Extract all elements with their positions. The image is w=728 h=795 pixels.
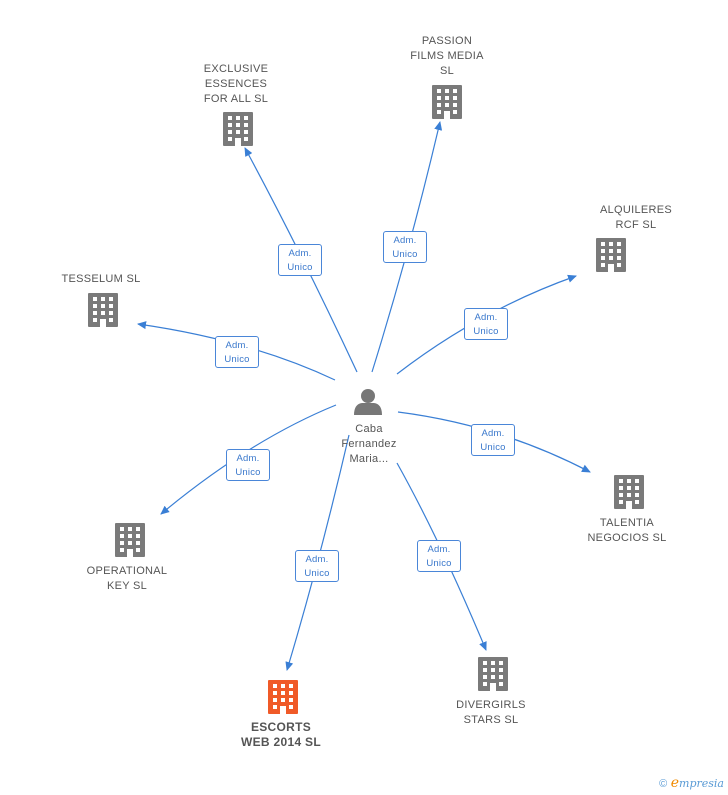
empresia-logo-initial: e — [670, 775, 680, 791]
relation-badge: Adm. Unico — [215, 336, 259, 368]
relation-badge: Adm. Unico — [471, 424, 515, 456]
building-icon[interactable] — [268, 680, 298, 714]
copyright-symbol: © — [659, 778, 668, 790]
building-icon[interactable] — [115, 523, 145, 557]
empresia-watermark: © empresia — [659, 775, 724, 791]
company-label-passion-films[interactable]: PASSION FILMS MEDIA SL — [410, 35, 484, 77]
relation-badge: Adm. Unico — [295, 550, 339, 582]
relation-badge: Adm. Unico — [464, 308, 508, 340]
relation-badge: Adm. Unico — [226, 449, 270, 481]
empresia-logo-text: mpresia — [679, 777, 724, 790]
building-icon[interactable] — [223, 112, 253, 146]
building-icon[interactable] — [596, 238, 626, 272]
company-label-alquileres-rcf[interactable]: ALQUILERES RCF SL — [599, 204, 673, 231]
relation-badge: Adm. Unico — [278, 244, 322, 276]
building-icon[interactable] — [614, 475, 644, 509]
person-icon[interactable] — [354, 389, 382, 415]
building-icon[interactable] — [432, 85, 462, 119]
relation-badge: Adm. Unico — [417, 540, 461, 572]
company-label-divergirls[interactable]: DIVERGIRLS STARS SL — [456, 699, 526, 726]
building-icon[interactable] — [478, 657, 508, 691]
company-label-talentia[interactable]: TALENTIA NEGOCIOS SL — [587, 517, 667, 544]
company-label-escorts-web[interactable]: ESCORTS WEB 2014 SL — [241, 720, 321, 749]
building-icon[interactable] — [88, 293, 118, 327]
company-label-tesselum[interactable]: TESSELUM SL — [61, 273, 141, 285]
person-name[interactable]: Caba Fernandez Maria... — [341, 423, 397, 465]
relation-badge: Adm. Unico — [383, 231, 427, 263]
company-label-exclusive-essences[interactable]: EXCLUSIVE ESSENCES FOR ALL SL — [203, 63, 269, 105]
company-label-operational-key[interactable]: OPERATIONAL KEY SL — [86, 565, 168, 592]
